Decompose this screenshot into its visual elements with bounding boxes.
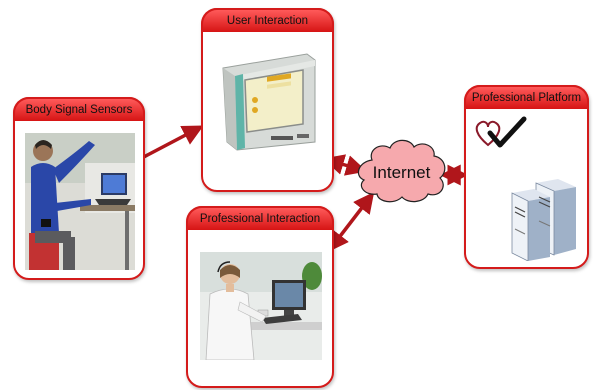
panel-header: User Interaction [201, 8, 334, 32]
panel-header: Professional Interaction [186, 206, 334, 230]
arrow-sensors-to-user [137, 125, 204, 162]
panel-title-user-interaction: User Interaction [226, 15, 309, 27]
panel-header: Professional Platform [464, 85, 589, 109]
panel-header: Body Signal Sensors [13, 97, 145, 121]
panel-title-professional-interaction: Professional Interaction [199, 213, 321, 225]
panel-title-body-signal-sensors: Body Signal Sensors [25, 104, 133, 116]
internet-cloud [357, 139, 446, 203]
heart-check-icon [472, 115, 532, 155]
panel-professional-platform: Professional Platform [464, 85, 589, 269]
person-with-sensors-photo [25, 133, 135, 270]
server-icon [506, 177, 578, 261]
panel-title-professional-platform: Professional Platform [471, 92, 582, 104]
panel-professional-interaction: Professional Interaction [186, 206, 334, 388]
crt-monitor-icon [215, 46, 323, 156]
arrow-internet-professional [327, 191, 375, 253]
panel-user-interaction: User Interaction [201, 8, 334, 192]
panel-body-signal-sensors: Body Signal Sensors [13, 97, 145, 280]
internet-label: Internet [372, 163, 431, 182]
doctor-at-computer-photo [200, 252, 322, 360]
